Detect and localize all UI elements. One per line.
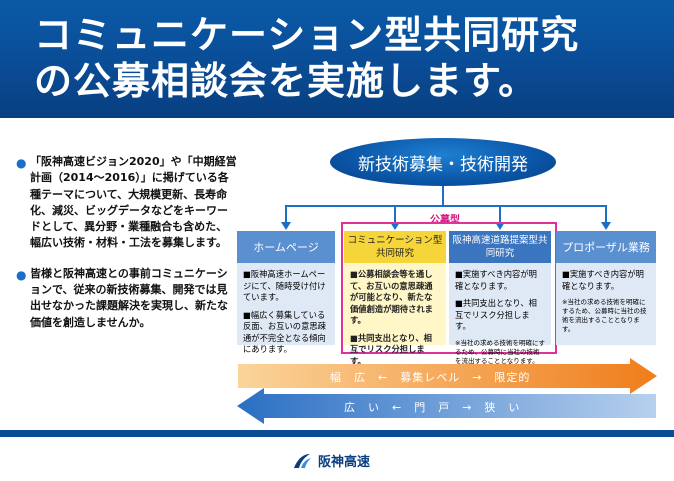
orange-arrow-right bbox=[238, 358, 657, 394]
box-item: ■公募相談会等を通して、お互いの意思疎通が可能となり、新たな価値創造が期待されま… bbox=[350, 269, 433, 325]
box-title: コミュニケーション型共同研究 bbox=[344, 231, 446, 263]
bullet-item: ● 皆様と阪神高速との事前コミュニケーションで、従来の新技術募集、開発では見出せ… bbox=[16, 266, 238, 331]
box-body: ■実施すべき内容が明確となります。 ※当社の求める技術を明確にするため、公募時に… bbox=[556, 263, 656, 346]
connector-drop bbox=[499, 205, 501, 222]
connector-horizontal bbox=[286, 205, 606, 207]
header-banner: コミュニケーション型共同研究 の公募相談会を実施します。 bbox=[0, 0, 674, 118]
company-logo: 阪神高速 bbox=[292, 451, 370, 470]
connector-drop bbox=[394, 205, 396, 222]
box-body: ■公募相談会等を通して、お互いの意思疎通が可能となり、新たな価値創造が期待されま… bbox=[344, 263, 446, 379]
bullet-text: 皆様と阪神高速との事前コミュニケーションで、従来の新技術募集、開発では見出せなか… bbox=[30, 266, 228, 329]
arrowhead-icon bbox=[281, 222, 291, 230]
bullet-list: ● 「阪神高速ビジョン2020」や「中期経営計画（2014〜2016）」に掲げて… bbox=[16, 154, 238, 345]
box-item: ■幅広く募集している反面、お互いの意思疎通が不完全となる傾向にあります。 bbox=[243, 309, 326, 355]
box-homepage: ホームページ ■阪神高速ホームページにて、随時受け付けています。 ■幅広く募集し… bbox=[237, 231, 335, 354]
box-hanshin-proposal-research: 阪神高速道路提案型共同研究 ■実施すべき内容が明確となります。 ■共同支出となり… bbox=[449, 231, 551, 365]
page-title-line1: コミュニケーション型共同研究 bbox=[34, 13, 580, 57]
box-communication-research: コミュニケーション型共同研究 ■公募相談会等を通して、お互いの意思疎通が可能とな… bbox=[344, 231, 446, 366]
logo-text: 阪神高速 bbox=[318, 455, 371, 470]
box-item: ■実施すべき内容が明確となります。 bbox=[562, 269, 644, 291]
box-note: ※当社の求める技術を明確にするため、公募時に当社の技術を流出することとなります。 bbox=[562, 298, 647, 333]
connector-stem bbox=[442, 186, 444, 206]
box-title: ホームページ bbox=[237, 231, 335, 263]
blue-arrow-label: 広 い ← 門 戸 → 狭 い bbox=[344, 401, 521, 414]
bullet-dot-icon: ● bbox=[16, 156, 27, 170]
box-item: ■共同支出となり、相互でリスク分担します。 bbox=[455, 298, 537, 331]
page-title-line2: の公募相談会を実施します。 bbox=[34, 59, 538, 103]
connector-drop bbox=[605, 205, 607, 222]
arrowhead-icon bbox=[495, 222, 505, 230]
box-body: ■実施すべき内容が明確となります。 ■共同支出となり、相互でリスク分担します。 … bbox=[449, 263, 551, 378]
connector-drop bbox=[285, 205, 287, 222]
koubo-label: 公募型 bbox=[430, 215, 460, 226]
box-proposal-work: プロポーザル業務 ■実施すべき内容が明確となります。 ※当社の求める技術を明確に… bbox=[556, 231, 656, 345]
orange-arrow-label: 幅 広 ← 募集レベル → 限定的 bbox=[330, 371, 531, 384]
footer-line bbox=[0, 430, 674, 437]
arrowhead-icon bbox=[601, 222, 611, 230]
box-item: ■阪神高速ホームページにて、随時受け付けています。 bbox=[243, 269, 326, 302]
top-oval-label: 新技術募集・技術開発 bbox=[358, 154, 528, 175]
top-oval-node: 新技術募集・技術開発 bbox=[330, 138, 556, 186]
bullet-item: ● 「阪神高速ビジョン2020」や「中期経営計画（2014〜2016）」に掲げて… bbox=[16, 154, 238, 252]
box-title: 阪神高速道路提案型共同研究 bbox=[449, 231, 551, 263]
bullet-text: 「阪神高速ビジョン2020」や「中期経営計画（2014〜2016）」に掲げている… bbox=[30, 155, 237, 250]
box-note: ※当社の求める技術を明確にするため、公募時に当社の技術を流出することとなります。 bbox=[455, 338, 546, 365]
box-item: ■実施すべき内容が明確となります。 bbox=[455, 269, 537, 291]
box-body: ■阪神高速ホームページにて、随時受け付けています。 ■幅広く募集している反面、お… bbox=[237, 263, 335, 368]
box-item: ■共同支出となり、相互でリスク分担します。 bbox=[350, 332, 432, 366]
arrowhead-icon bbox=[390, 222, 400, 230]
blue-arrow-left bbox=[237, 388, 656, 424]
box-title: プロポーザル業務 bbox=[556, 231, 656, 263]
logo-mark-icon bbox=[294, 453, 311, 468]
bullet-dot-icon: ● bbox=[16, 267, 27, 282]
